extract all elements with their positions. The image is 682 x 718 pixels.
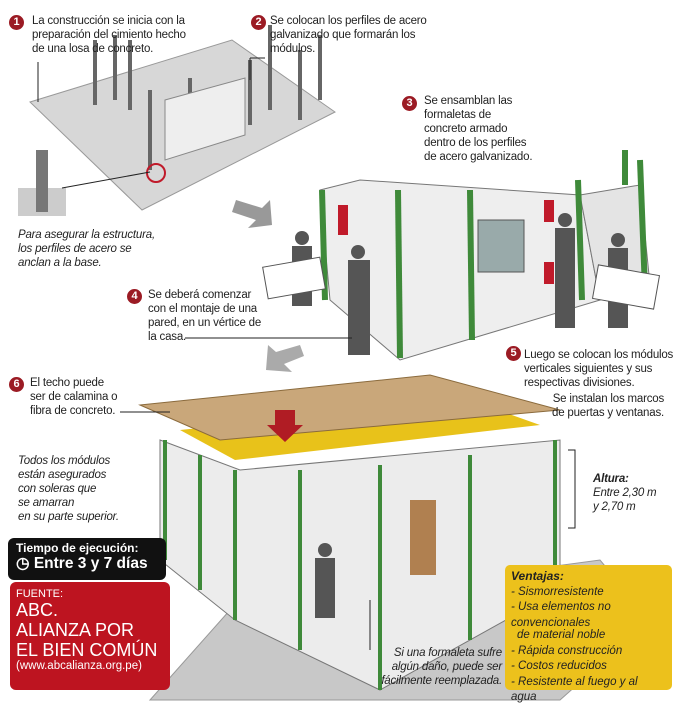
step-6-badge: 6 (9, 377, 24, 392)
text-line: y 2,70 m (593, 501, 636, 513)
text-line: con soleras que (18, 483, 97, 495)
text-line: fácilmente reemplazada. (381, 675, 502, 687)
source-line: ALIANZA POR (16, 620, 135, 640)
text-line: están asegurados (18, 469, 107, 481)
text-line: Entre 2,30 m (593, 487, 657, 499)
advantage-item: - Sismorresistente (511, 585, 604, 598)
step-3-badge: 3 (402, 96, 417, 111)
advantages-box: Ventajas: - Sismorresistente - Usa eleme… (505, 565, 672, 703)
text-line: Si una formaleta sufre (393, 647, 502, 659)
frames-note: Se instalan los marcos de puertas y venta… (540, 392, 664, 420)
text-line: Se deberá comenzar (148, 289, 252, 301)
text-line: anclan a la base. (18, 257, 102, 269)
advantage-item: - Resistente al fuego y al agua (511, 675, 638, 704)
advantages-title: Ventajas: (511, 569, 564, 583)
height-title: Altura: (593, 473, 629, 485)
text-line: en su parte superior. (18, 511, 119, 523)
execution-time-value: Entre 3 y 7 días (33, 555, 148, 572)
source-line: ABC. (16, 600, 59, 620)
step-4-text: Se deberá comenzar con el montaje de una p… (148, 288, 261, 344)
step-1-badge: 1 (9, 15, 24, 30)
height-note: Altura: Entre 2,30 m y 2,70 m (593, 472, 657, 514)
arrow-icon (266, 345, 304, 372)
roof (138, 374, 561, 441)
step-2-text: Se colocan los perfiles de acero galvaniz… (270, 14, 427, 56)
text-line: la casa. (148, 331, 187, 343)
text-line: dentro de los perfiles (424, 137, 527, 149)
source-box: FUENTE: ABC. ALIANZA POR EL BIEN COMÚN (… (10, 582, 170, 690)
text-line: Se ensamblan las (424, 95, 513, 107)
step-1-text: La construcción se inicia con la preparac… (32, 14, 186, 56)
text-line: La construcción se inicia con la (32, 15, 185, 27)
step-5-badge: 5 (506, 346, 521, 361)
step-4-badge: 4 (127, 289, 142, 304)
advantage-item: - Rápida construcción (511, 644, 623, 657)
text-line: de acero galvanizado. (424, 151, 533, 163)
text-line: de puertas y ventanas. (552, 407, 664, 419)
advantage-item: - Usa elementos no convencionales (511, 601, 611, 629)
text-line: con el montaje de una (148, 303, 257, 315)
source-url: (www.abcalianza.org.pe) (16, 660, 142, 672)
step-3-text: Se ensamblan las formaletas de concreto ar… (424, 94, 533, 164)
steel-profiles (93, 25, 322, 170)
text-line: pared, en un vértice de (148, 317, 262, 329)
arrow-icon (232, 200, 272, 228)
anchor-note: Para asegurar la estructura, los perfiles… (18, 228, 155, 270)
text-line: de una losa de concreto. (32, 43, 154, 55)
text-line: se amarran (18, 497, 75, 509)
step-2-badge: 2 (251, 15, 266, 30)
text-line: Se instalan los marcos (552, 393, 664, 405)
replace-note: Si una formaleta sufre algún daño, puede … (370, 646, 502, 688)
text-line: Para asegurar la estructura, (18, 229, 155, 241)
text-line: fibra de concreto. (30, 405, 116, 417)
text-line: algún daño, puede ser (391, 661, 502, 673)
advantage-item: de material noble (517, 629, 606, 641)
advantage-item: - Costos reducidos (511, 660, 607, 672)
text-line: respectivas divisiones. (524, 377, 635, 389)
text-line: módulos. (270, 43, 316, 55)
execution-time-box: Tiempo de ejecución: ◷ Entre 3 y 7 días (8, 538, 166, 580)
text-line: los perfiles de acero se (18, 243, 132, 255)
step-6-text: El techo puede ser de calamina o fibra de … (30, 376, 118, 418)
text-line: concreto armado (424, 123, 508, 135)
text-line: verticales siguientes y sus (524, 363, 653, 375)
modules-note: Todos los módulos están asegurados con sol… (18, 454, 119, 524)
text-line: Luego se colocan los módulos (524, 349, 674, 361)
source-line: EL BIEN COMÚN (16, 640, 158, 660)
text-line: Todos los módulos (18, 455, 111, 467)
text-line: El techo puede (30, 377, 104, 389)
clock-icon: ◷ (16, 555, 30, 572)
step-5-text: Luego se colocan los módulos verticales s… (524, 348, 673, 390)
text-line: formaletas de (424, 109, 492, 121)
text-line: galvanizado que formarán los (270, 29, 416, 41)
source-label: FUENTE: (16, 588, 64, 600)
text-line: preparación del cimiento hecho (32, 29, 186, 41)
text-line: ser de calamina o (30, 391, 118, 403)
execution-time-label: Tiempo de ejecución: (16, 541, 139, 555)
text-line: Se colocan los perfiles de acero (270, 15, 427, 27)
